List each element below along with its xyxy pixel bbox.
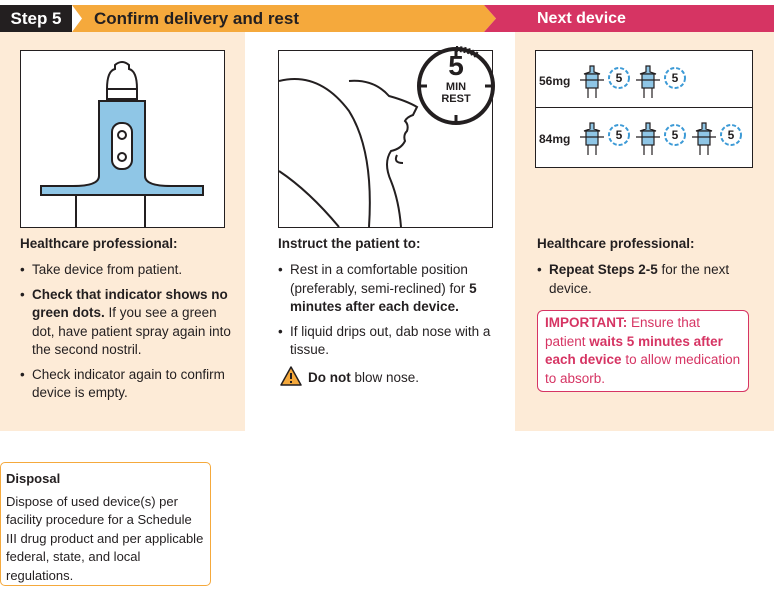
- important-text: to allow medication to absorb.: [545, 352, 741, 386]
- five-minute-timer-icon: [417, 45, 495, 125]
- next-device-title: Next device: [537, 10, 626, 27]
- bullet-text-bold: 5 minutes after each device.: [290, 280, 477, 315]
- important-callout: IMPORTANT: Ensure that patient waits 5 m…: [537, 310, 749, 392]
- disposal-body: Dispose of used device(s) per facility p…: [6, 493, 204, 583]
- timer-value: 5: [671, 71, 679, 85]
- disposal-title: Disposal: [6, 471, 61, 486]
- device-icon: [636, 65, 660, 98]
- device-icon: [580, 65, 604, 98]
- bullet-text: Take device from patient.: [32, 262, 183, 277]
- patient-rest-illustration: [278, 50, 493, 228]
- nasal-device-icon: [40, 61, 204, 227]
- dose-56mg-sequence: [580, 65, 686, 98]
- next-device-banner: [484, 5, 774, 32]
- list-item: Check that indicator shows no green dots…: [20, 286, 235, 360]
- important-text-bold: waits 5 minutes after each device: [545, 333, 723, 368]
- bullet-text: for the next device.: [549, 262, 730, 296]
- list-item: Repeat Steps 2-5 for the next device.: [537, 261, 752, 298]
- warning-text-bold: Do not: [308, 370, 351, 385]
- col2-heading: Instruct the patient to:: [278, 236, 421, 251]
- device-indicator-illustration: [20, 50, 225, 228]
- col3-bullets: Repeat Steps 2-5 for the next device.: [537, 261, 752, 304]
- col1-bullets: Take device from patient. Check that ind…: [20, 261, 235, 409]
- bullet-text: Rest in a comfortable position (preferab…: [290, 262, 470, 296]
- dose-84mg-sequence: [580, 122, 742, 155]
- step-title: Confirm delivery and rest: [94, 9, 300, 28]
- list-item: Check indicator again to confirm device …: [20, 366, 235, 403]
- divider: [536, 107, 752, 108]
- bullet-text: If liquid drips out, dab nose with a tis…: [290, 323, 491, 358]
- timer-rest-label: REST: [441, 93, 471, 105]
- timer-value: 5: [671, 128, 679, 142]
- timer-value: 5: [727, 128, 735, 142]
- device-icon: [636, 122, 660, 155]
- timer-number: 5: [448, 50, 464, 81]
- disposal-box: Disposal Dispose of used device(s) per f…: [0, 462, 211, 586]
- timer-value: 5: [615, 128, 623, 142]
- important-text: Ensure that patient: [545, 315, 701, 349]
- list-item: If liquid drips out, dab nose with a tis…: [278, 323, 498, 360]
- device-icon: [580, 122, 604, 155]
- dose-84mg-label: 84mg: [539, 132, 571, 146]
- timer-value: 5: [615, 71, 623, 85]
- step-title-banner: [72, 5, 496, 32]
- col1-heading: Healthcare professional:: [20, 236, 178, 251]
- list-item: Rest in a comfortable position (preferab…: [278, 261, 498, 317]
- timer-min-label: MIN: [445, 81, 467, 93]
- important-label: IMPORTANT:: [545, 315, 628, 330]
- bullet-text-bold: Repeat Steps 2-5: [549, 262, 658, 277]
- warning-text: blow nose.: [350, 370, 420, 385]
- warning-triangle-icon: [280, 366, 302, 386]
- dose-56mg-label: 56mg: [539, 74, 571, 88]
- reclining-patient-icon: [278, 78, 419, 228]
- bullet-text: If you see a green dot, have patient spr…: [32, 305, 231, 357]
- col3-heading: Healthcare professional:: [537, 236, 695, 251]
- device-icon: [692, 122, 716, 155]
- col2-bullets: Rest in a comfortable position (preferab…: [278, 261, 498, 366]
- bullet-text: Check indicator again to confirm device …: [32, 366, 225, 401]
- list-item: Take device from patient.: [20, 261, 235, 280]
- step-badge: Step 5: [0, 5, 72, 32]
- do-not-blow-nose-warning: Do not blow nose.: [280, 366, 419, 386]
- bullet-text-bold: Check that indicator shows no green dots…: [32, 286, 228, 321]
